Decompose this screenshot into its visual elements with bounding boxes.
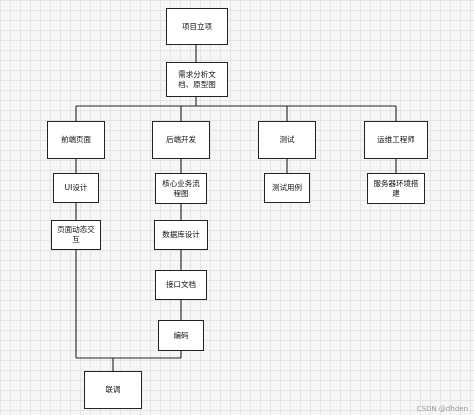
node-requirements[interactable]: 需求分析文档、原型图 [166,62,228,97]
node-test-cases-label: 测试用例 [272,183,302,192]
node-requirements-label: 需求分析文档、原型图 [178,69,216,89]
node-backend-label: 后端开发 [166,135,196,144]
node-testing-label: 测试 [279,135,295,144]
node-frontend[interactable]: 前端页面 [47,121,105,159]
node-testing[interactable]: 测试 [258,121,316,159]
node-ui-design[interactable]: UI设计 [53,173,99,203]
node-integration-label: 联调 [105,385,121,394]
node-test-cases[interactable]: 测试用例 [264,173,310,203]
node-ui-design-label: UI设计 [64,183,88,192]
node-db-design[interactable]: 数据库设计 [154,220,208,250]
node-coding[interactable]: 编码 [158,320,204,351]
node-project-label: 项目立项 [182,21,212,31]
node-frontend-label: 前端页面 [61,135,91,144]
node-page-interaction-label: 页面动态交互 [57,225,95,244]
node-coding-label: 编码 [173,330,189,340]
node-db-design-label: 数据库设计 [162,230,200,239]
node-integration[interactable]: 联调 [84,371,142,409]
node-page-interaction[interactable]: 页面动态交互 [51,220,101,250]
node-api-docs-label: 接口文档 [166,280,196,289]
node-core-flow-label: 核心业务流程图 [162,178,200,198]
node-server-env-label: 服务器环境搭建 [373,178,419,198]
node-api-docs[interactable]: 接口文档 [155,270,207,300]
watermark: CSDN @dhden [416,405,468,413]
node-ops[interactable]: 运维工程师 [364,121,428,159]
node-server-env[interactable]: 服务器环境搭建 [367,173,425,204]
node-backend[interactable]: 后端开发 [152,121,210,159]
node-core-flow[interactable]: 核心业务流程图 [155,173,207,204]
node-ops-label: 运维工程师 [377,135,415,144]
node-project[interactable]: 项目立项 [166,8,228,45]
